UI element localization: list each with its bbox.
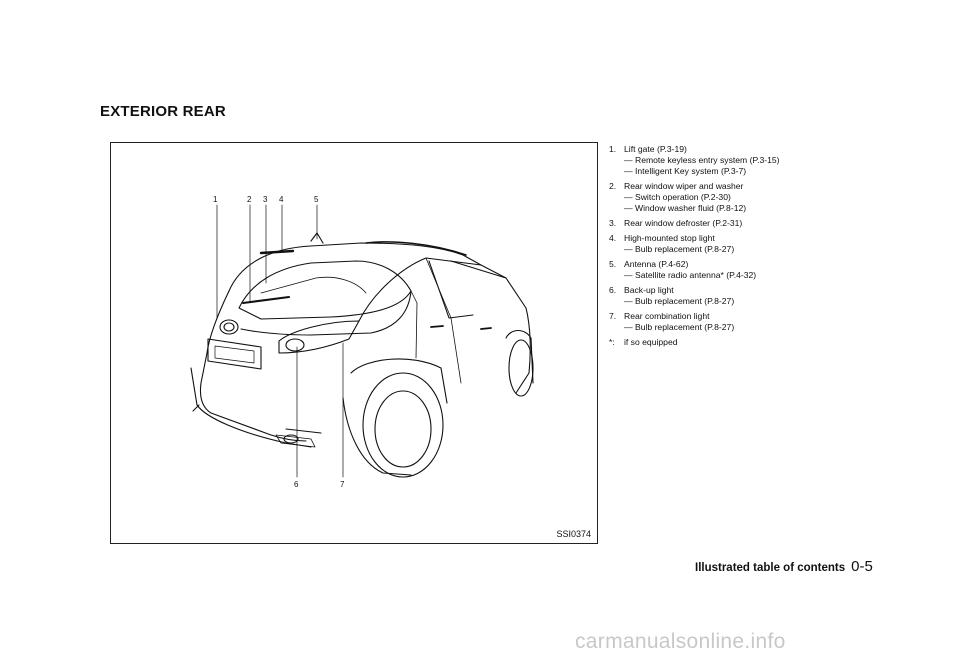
legend-number: 3. [609,218,617,228]
legend-sub: — Switch operation (P.2-30) [624,192,731,202]
figure-id: SSI0374 [556,529,591,539]
legend-item: 4. High-mounted stop light — Bulb replac… [609,233,869,255]
legend-item: 7. Rear combination light — Bulb replace… [609,311,869,333]
legend-title: if so equipped [624,337,678,347]
callout-7: 7 [340,480,345,489]
legend-sub: — Satellite radio antenna* (P.4-32) [624,270,757,280]
legend-item: 6. Back-up light — Bulb replacement (P.8… [609,285,869,307]
legend-title: Rear combination light [624,311,710,321]
legend-number: 4. [609,233,617,243]
legend-sub: — Bulb replacement (P.8-27) [624,296,735,306]
page-number: 0-5 [851,558,873,575]
legend-number: 2. [609,181,617,191]
legend-item: 5. Antenna (P.4-62) — Satellite radio an… [609,259,869,281]
legend-number: 7. [609,311,617,321]
legend-item: 1. Lift gate (P.3-19) — Remote keyless e… [609,144,869,177]
callout-3: 3 [263,195,268,204]
vehicle-rear-illustration [190,204,534,478]
legend-number: 6. [609,285,617,295]
legend-title: Lift gate (P.3-19) [624,144,687,154]
legend-list: 1. Lift gate (P.3-19) — Remote keyless e… [609,144,869,352]
legend-sub: — Intelligent Key system (P.3-7) [624,166,747,176]
page-footer: Illustrated table of contents 0-5 [695,558,873,576]
legend-title: High-mounted stop light [624,233,715,243]
callout-5: 5 [314,195,319,204]
legend-sub: — Bulb replacement (P.8-27) [624,322,735,332]
watermark: carmanualsonline.info [575,630,786,653]
legend-title: Rear window defroster (P.2-31) [624,218,743,228]
legend-item: *: if so equipped [609,337,869,348]
legend-title: Rear window wiper and washer [624,181,744,191]
callout-4: 4 [279,195,284,204]
legend-item: 3. Rear window defroster (P.2-31) [609,218,869,229]
legend-sub: — Window washer fluid (P.8-12) [624,203,747,213]
legend-sub: — Bulb replacement (P.8-27) [624,244,735,254]
section-title: EXTERIOR REAR [100,103,226,120]
legend-number: 1. [609,144,617,154]
callout-2: 2 [247,195,252,204]
legend-item: 2. Rear window wiper and washer — Switch… [609,181,869,214]
callout-1: 1 [213,195,218,204]
legend-number: *: [609,337,615,347]
callout-6: 6 [294,480,299,489]
legend-number: 5. [609,259,617,269]
footer-label: Illustrated table of contents [695,562,846,574]
legend-title: Back-up light [624,285,674,295]
legend-sub: — Remote keyless entry system (P.3-15) [624,155,780,165]
legend-title: Antenna (P.4-62) [624,259,689,269]
vehicle-rear-figure: 1 2 3 4 5 6 7 SSI0374 [110,142,598,544]
